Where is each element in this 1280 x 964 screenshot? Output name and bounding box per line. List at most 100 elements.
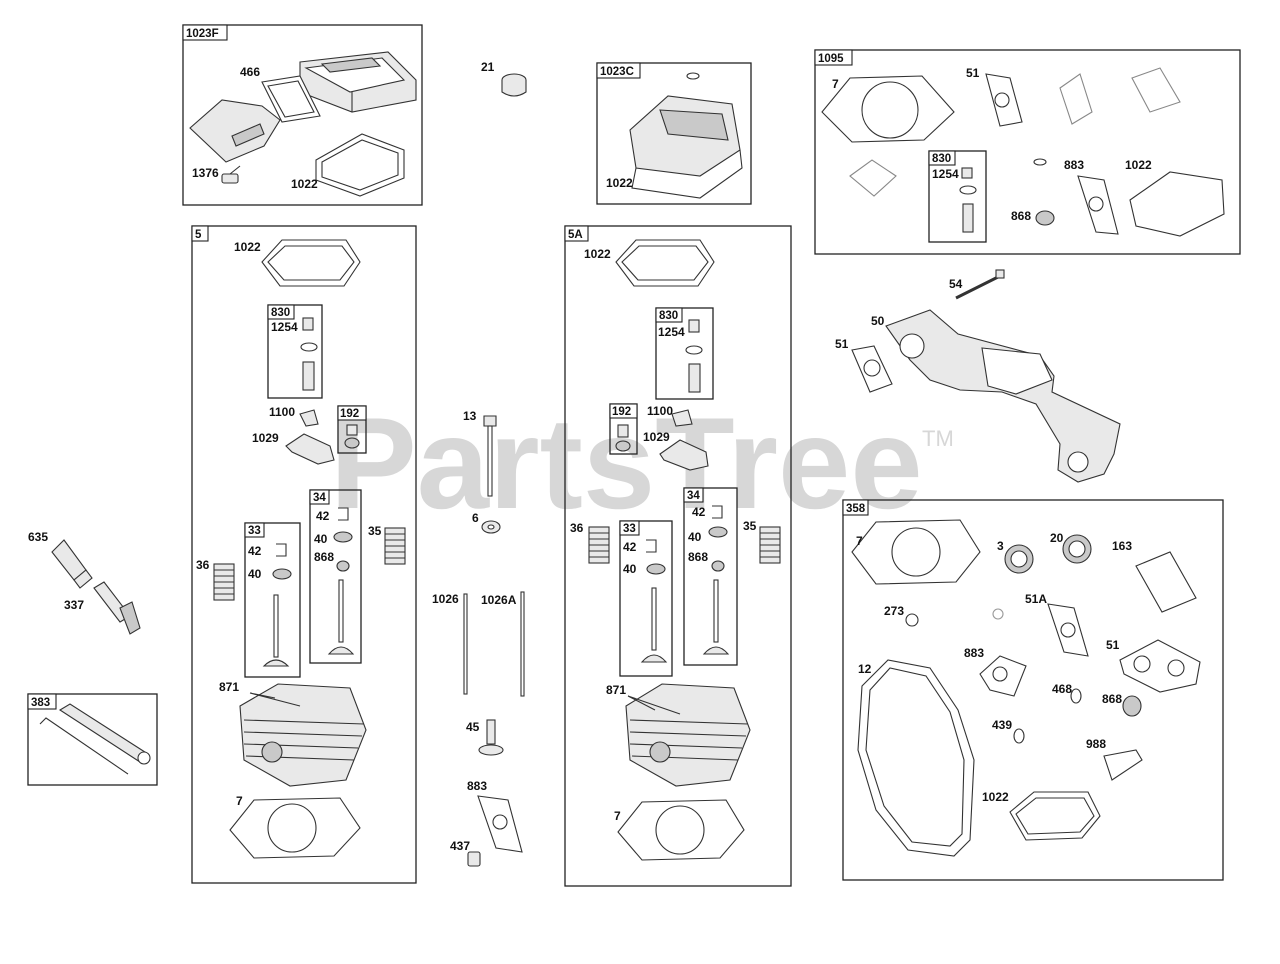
label-868-5-34: 868	[314, 550, 334, 564]
label-868-358: 868	[1102, 692, 1122, 706]
group-5A-tag: 5A	[568, 229, 583, 241]
gasket-466	[261, 75, 321, 123]
group-5-sub34-tag: 34	[313, 492, 326, 504]
label-3-358: 3	[997, 539, 1004, 553]
spring-36-5	[213, 563, 235, 601]
group-1095-sub830-tag: 830	[932, 153, 951, 165]
part-50-manifold[interactable]: 50	[871, 309, 1121, 483]
group-1023F-tag: 1023F	[186, 28, 219, 40]
part-54-bolt[interactable]: 54	[949, 269, 1005, 300]
part-337-spark-plug[interactable]: 337	[64, 581, 141, 635]
label-1022-1095: 1022	[1125, 158, 1152, 172]
label-883-358: 883	[964, 646, 984, 660]
part-45-guide[interactable]: 45	[466, 719, 504, 756]
group-5A-sub33-tag: 33	[623, 523, 636, 535]
label-21: 21	[481, 60, 495, 74]
label-1022: 1022	[291, 177, 318, 191]
part-437-screw[interactable]: 437	[450, 839, 481, 867]
group-358[interactable]: 358 7 3	[842, 499, 1224, 881]
label-883-center: 883	[467, 779, 487, 793]
label-40-5-33: 40	[248, 567, 262, 581]
label-40-5A-33: 40	[623, 562, 637, 576]
part-13-pushrod-bolt[interactable]: 13	[463, 409, 497, 497]
label-40-5-34: 40	[314, 532, 328, 546]
part-883-gasket[interactable]: 883	[467, 779, 523, 853]
group-5A-sub192-tag: 192	[612, 406, 631, 418]
label-868-1095: 868	[1011, 209, 1031, 223]
label-1029-5A: 1029	[643, 430, 670, 444]
label-1254-1095: 1254	[932, 167, 959, 181]
label-54: 54	[949, 277, 963, 291]
breather-cover	[189, 99, 281, 163]
label-871-5A: 871	[606, 683, 626, 697]
label-42-5-33: 42	[248, 544, 262, 558]
group-383-tag: 383	[31, 697, 50, 709]
group-5A[interactable]: 5A 830 1254 192 33 42 40	[564, 225, 792, 887]
label-42-5A-34: 42	[692, 505, 706, 519]
label-35-5A: 35	[743, 519, 757, 533]
part-21[interactable]: 21	[481, 60, 527, 97]
label-7-5: 7	[236, 794, 243, 808]
gasket-1022	[315, 133, 405, 197]
label-1026A: 1026A	[481, 593, 517, 607]
label-35-5: 35	[368, 524, 382, 538]
cylinder-head-5A	[625, 683, 751, 787]
label-51-358: 51	[1106, 638, 1120, 652]
label-7-1095: 7	[832, 77, 839, 91]
part-1026-pushrod[interactable]: 1026	[432, 592, 468, 695]
label-51: 51	[835, 337, 849, 351]
label-883-1095: 883	[1064, 158, 1084, 172]
label-42-5A-33: 42	[623, 540, 637, 554]
group-1023C[interactable]: 1023C 1022	[596, 62, 752, 205]
part-635-spark-plug-boot[interactable]: 635	[28, 530, 93, 589]
label-1026: 1026	[432, 592, 459, 606]
group-1023F[interactable]: 1023F 466 1376 1022	[182, 24, 423, 206]
label-51A-358: 51A	[1025, 592, 1047, 606]
label-468-358: 468	[1052, 682, 1072, 696]
label-36-5A: 36	[570, 521, 584, 535]
spring-35-5	[384, 527, 406, 565]
label-42-5-34: 42	[316, 509, 330, 523]
label-871-5: 871	[219, 680, 239, 694]
label-1254-5: 1254	[271, 320, 298, 334]
label-1022-1023C: 1022	[606, 176, 633, 190]
label-988-358: 988	[1086, 737, 1106, 751]
label-6: 6	[472, 511, 479, 525]
label-13: 13	[463, 409, 477, 423]
label-1022-5A: 1022	[584, 247, 611, 261]
group-5-sub830-tag: 830	[271, 307, 290, 319]
label-273-358: 273	[884, 604, 904, 618]
group-5-sub33-tag: 33	[248, 525, 261, 537]
group-5-sub192-tag: 192	[340, 408, 359, 420]
label-40-5A-34: 40	[688, 530, 702, 544]
spring-35-5A	[759, 526, 781, 564]
head-gasket-7	[821, 75, 955, 143]
spring-36-5A	[588, 526, 610, 564]
group-5A-sub34-tag: 34	[687, 490, 700, 502]
label-1100-5: 1100	[269, 405, 295, 419]
group-1023C-tag: 1023C	[600, 66, 634, 78]
group-5-tag: 5	[195, 229, 202, 241]
group-383[interactable]: 383	[27, 693, 158, 786]
watermark-trademark: TM	[922, 426, 954, 451]
label-635: 635	[28, 530, 48, 544]
part-6-washer[interactable]: 6	[472, 511, 501, 534]
label-868-5A-34: 868	[688, 550, 708, 564]
screw-1376	[221, 165, 241, 184]
group-1095[interactable]: 1095 830 1254 7 51 883 1022 868	[814, 49, 1241, 255]
label-1022-358: 1022	[982, 790, 1009, 804]
label-7-358: 7	[856, 534, 863, 548]
group-358-tag: 358	[846, 503, 866, 515]
label-439-358: 439	[992, 718, 1012, 732]
group-5[interactable]: 5 830 1254 192 33 42 40	[191, 225, 417, 884]
label-437: 437	[450, 839, 470, 853]
label-12-358: 12	[858, 662, 872, 676]
label-1254-5A: 1254	[658, 325, 685, 339]
label-51-1095: 51	[966, 66, 980, 80]
label-1029-5: 1029	[252, 431, 279, 445]
part-51-gasket[interactable]: 51	[835, 337, 893, 393]
label-20-358: 20	[1050, 531, 1064, 545]
group-1095-tag: 1095	[818, 53, 844, 65]
label-1100-5A: 1100	[647, 404, 673, 418]
part-1026A-pushrod[interactable]: 1026A	[481, 591, 525, 697]
